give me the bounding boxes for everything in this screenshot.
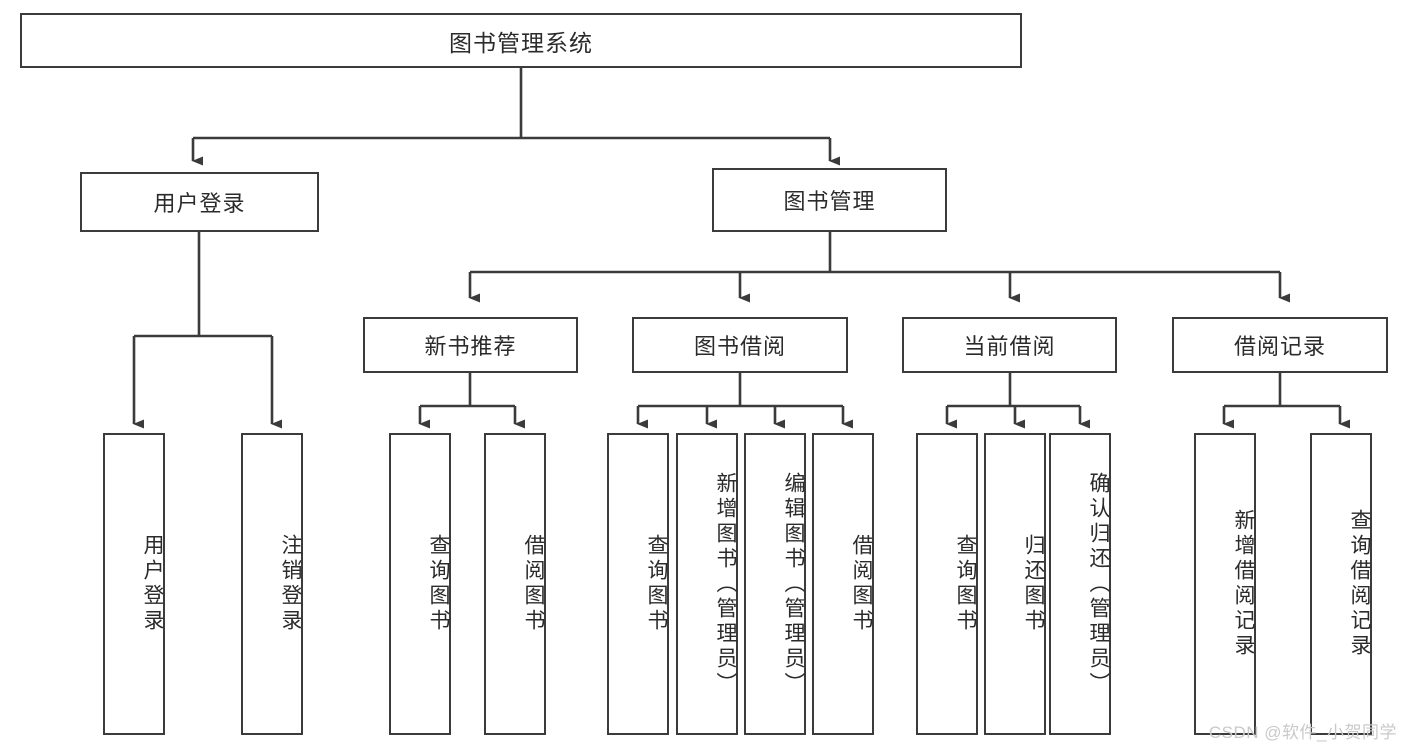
leaf-current-confirm-return-label: 确认归还（管理员） (1087, 471, 1110, 697)
node-borrow-record-label: 借阅记录 (1233, 334, 1326, 359)
leaf-user-logout-label: 注销登录 (279, 534, 302, 634)
leaf-record-query[interactable]: 查询借阅记录 (1310, 433, 1372, 735)
node-user-login[interactable]: 用户登录 (80, 172, 319, 232)
leaf-current-confirm-return[interactable]: 确认归还（管理员） (1049, 433, 1111, 735)
leaf-record-add[interactable]: 新增借阅记录 (1194, 433, 1256, 735)
leaf-current-return-book-label: 归还图书 (1022, 534, 1045, 634)
node-book-management[interactable]: 图书管理 (712, 168, 947, 232)
leaf-borrow-edit-book-label: 编辑图书（管理员） (782, 471, 805, 697)
leaf-current-query-book-label: 查询图书 (954, 534, 977, 634)
leaf-borrow-borrow-book[interactable]: 借阅图书 (812, 433, 874, 735)
leaf-borrow-query-book-label: 查询图书 (645, 534, 668, 634)
leaf-current-query-book[interactable]: 查询图书 (916, 433, 978, 735)
node-book-management-label: 图书管理 (783, 189, 876, 214)
node-borrow-record[interactable]: 借阅记录 (1172, 317, 1388, 373)
node-current-borrow-label: 当前借阅 (963, 334, 1056, 359)
leaf-borrow-add-book-label: 新增图书（管理员） (714, 471, 737, 697)
leaf-recommend-borrow-book[interactable]: 借阅图书 (484, 433, 546, 735)
node-book-borrow-label: 图书借阅 (693, 334, 786, 359)
leaf-borrow-query-book[interactable]: 查询图书 (607, 433, 669, 735)
leaf-borrow-borrow-book-label: 借阅图书 (850, 534, 873, 634)
node-book-borrow[interactable]: 图书借阅 (632, 317, 848, 373)
watermark: CSDN @软件_小贺同学 (1208, 723, 1397, 742)
leaf-user-login[interactable]: 用户登录 (103, 433, 165, 735)
node-root[interactable]: 图书管理系统 (20, 13, 1022, 68)
node-root-label: 图书管理系统 (449, 29, 593, 56)
leaf-current-return-book[interactable]: 归还图书 (984, 433, 1046, 735)
node-user-login-label: 用户登录 (153, 191, 246, 216)
leaf-borrow-add-book[interactable]: 新增图书（管理员） (676, 433, 738, 735)
leaf-user-login-label: 用户登录 (141, 534, 164, 634)
leaf-borrow-edit-book[interactable]: 编辑图书（管理员） (744, 433, 806, 735)
node-new-book-recommend-label: 新书推荐 (424, 334, 517, 359)
node-new-book-recommend[interactable]: 新书推荐 (363, 317, 578, 373)
leaf-recommend-query-book[interactable]: 查询图书 (389, 433, 451, 735)
leaf-user-logout[interactable]: 注销登录 (241, 433, 303, 735)
node-current-borrow[interactable]: 当前借阅 (902, 317, 1117, 373)
leaf-recommend-query-book-label: 查询图书 (427, 534, 450, 634)
leaf-record-add-label: 新增借阅记录 (1232, 509, 1255, 659)
leaf-recommend-borrow-book-label: 借阅图书 (522, 534, 545, 634)
leaf-record-query-label: 查询借阅记录 (1348, 509, 1371, 659)
